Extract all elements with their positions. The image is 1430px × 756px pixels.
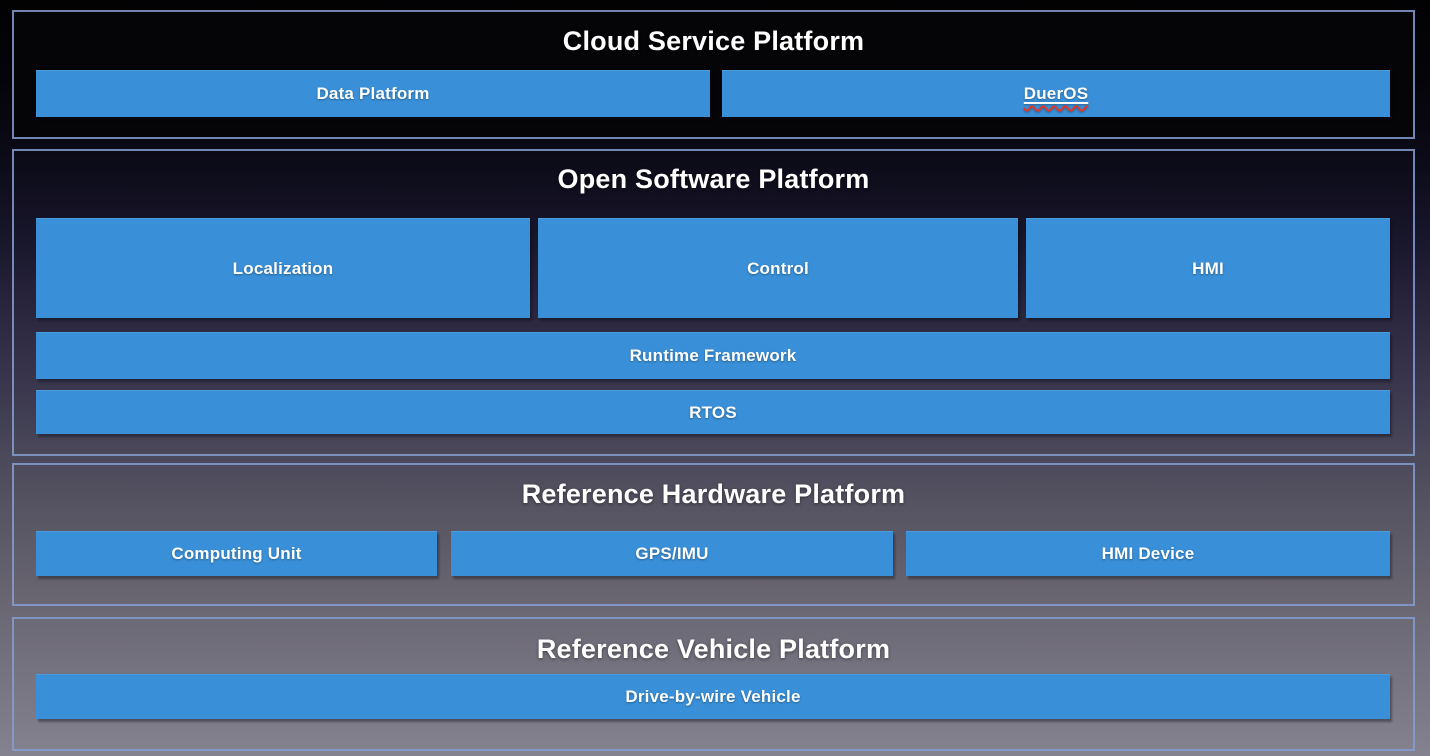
box-label: Computing Unit [171,544,302,563]
box-label: Control [747,258,809,278]
section-cloud-service-platform: Cloud Service Platform Data Platform Due… [12,10,1415,139]
box-hmi: HMI [1026,218,1390,318]
section-reference-vehicle-platform: Reference Vehicle Platform Drive-by-wire… [12,617,1415,751]
box-label: Data Platform [316,84,430,103]
box-data-platform: Data Platform [36,70,710,117]
box-computing-unit: Computing Unit [36,531,437,576]
box-rtos: RTOS [36,390,1390,434]
box-label: GPS/IMU [635,544,709,563]
section-open-software-platform: Open Software Platform Localization Cont… [12,149,1415,456]
box-label: Runtime Framework [629,346,797,365]
box-localization: Localization [36,218,530,318]
box-label: DuerOS [1023,84,1089,103]
box-dueros: DuerOS [722,70,1390,117]
box-control: Control [538,218,1018,318]
box-drive-by-wire-vehicle: Drive-by-wire Vehicle [36,674,1390,719]
spellcheck-underline: DuerOS [1024,84,1089,104]
box-gps-imu: GPS/IMU [451,531,893,576]
section-title: Open Software Platform [557,164,870,194]
box-label: HMI [1192,258,1224,278]
box-label: HMI Device [1101,544,1195,563]
section-title: Reference Hardware Platform [521,479,906,509]
section-reference-hardware-platform: Reference Hardware Platform Computing Un… [12,463,1415,606]
box-hmi-device: HMI Device [906,531,1390,576]
section-title: Cloud Service Platform [562,26,865,56]
box-label: Localization [232,258,334,278]
box-label: Drive-by-wire Vehicle [625,687,801,706]
box-runtime-framework: Runtime Framework [36,332,1390,379]
box-label: RTOS [689,402,737,422]
section-title: Reference Vehicle Platform [536,634,891,664]
